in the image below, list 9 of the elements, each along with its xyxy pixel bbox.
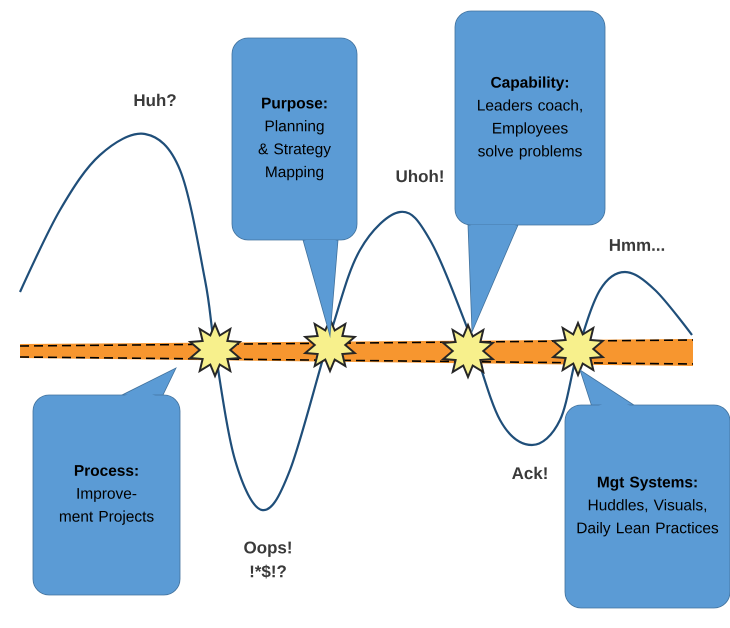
exclamation-label: Ack! (512, 466, 547, 480)
exclamation-label: Huh? (134, 94, 176, 106)
callout-box: Purpose: Planning & Strategy Mapping (232, 38, 358, 338)
exclamation-label: Oops! !*$!? (244, 542, 291, 578)
exclamation-label: Hmm... (610, 239, 664, 251)
exclamation-label: Uhoh! (396, 170, 443, 182)
callout-box: Process: Improve- ment Projects (32, 367, 180, 596)
callout-box: Capability: Leaders coach, Employees solve problems (454, 10, 606, 334)
callout-box: Mgt Systems: Huddles, Visuals, Daily Lean Practices (564, 369, 730, 608)
